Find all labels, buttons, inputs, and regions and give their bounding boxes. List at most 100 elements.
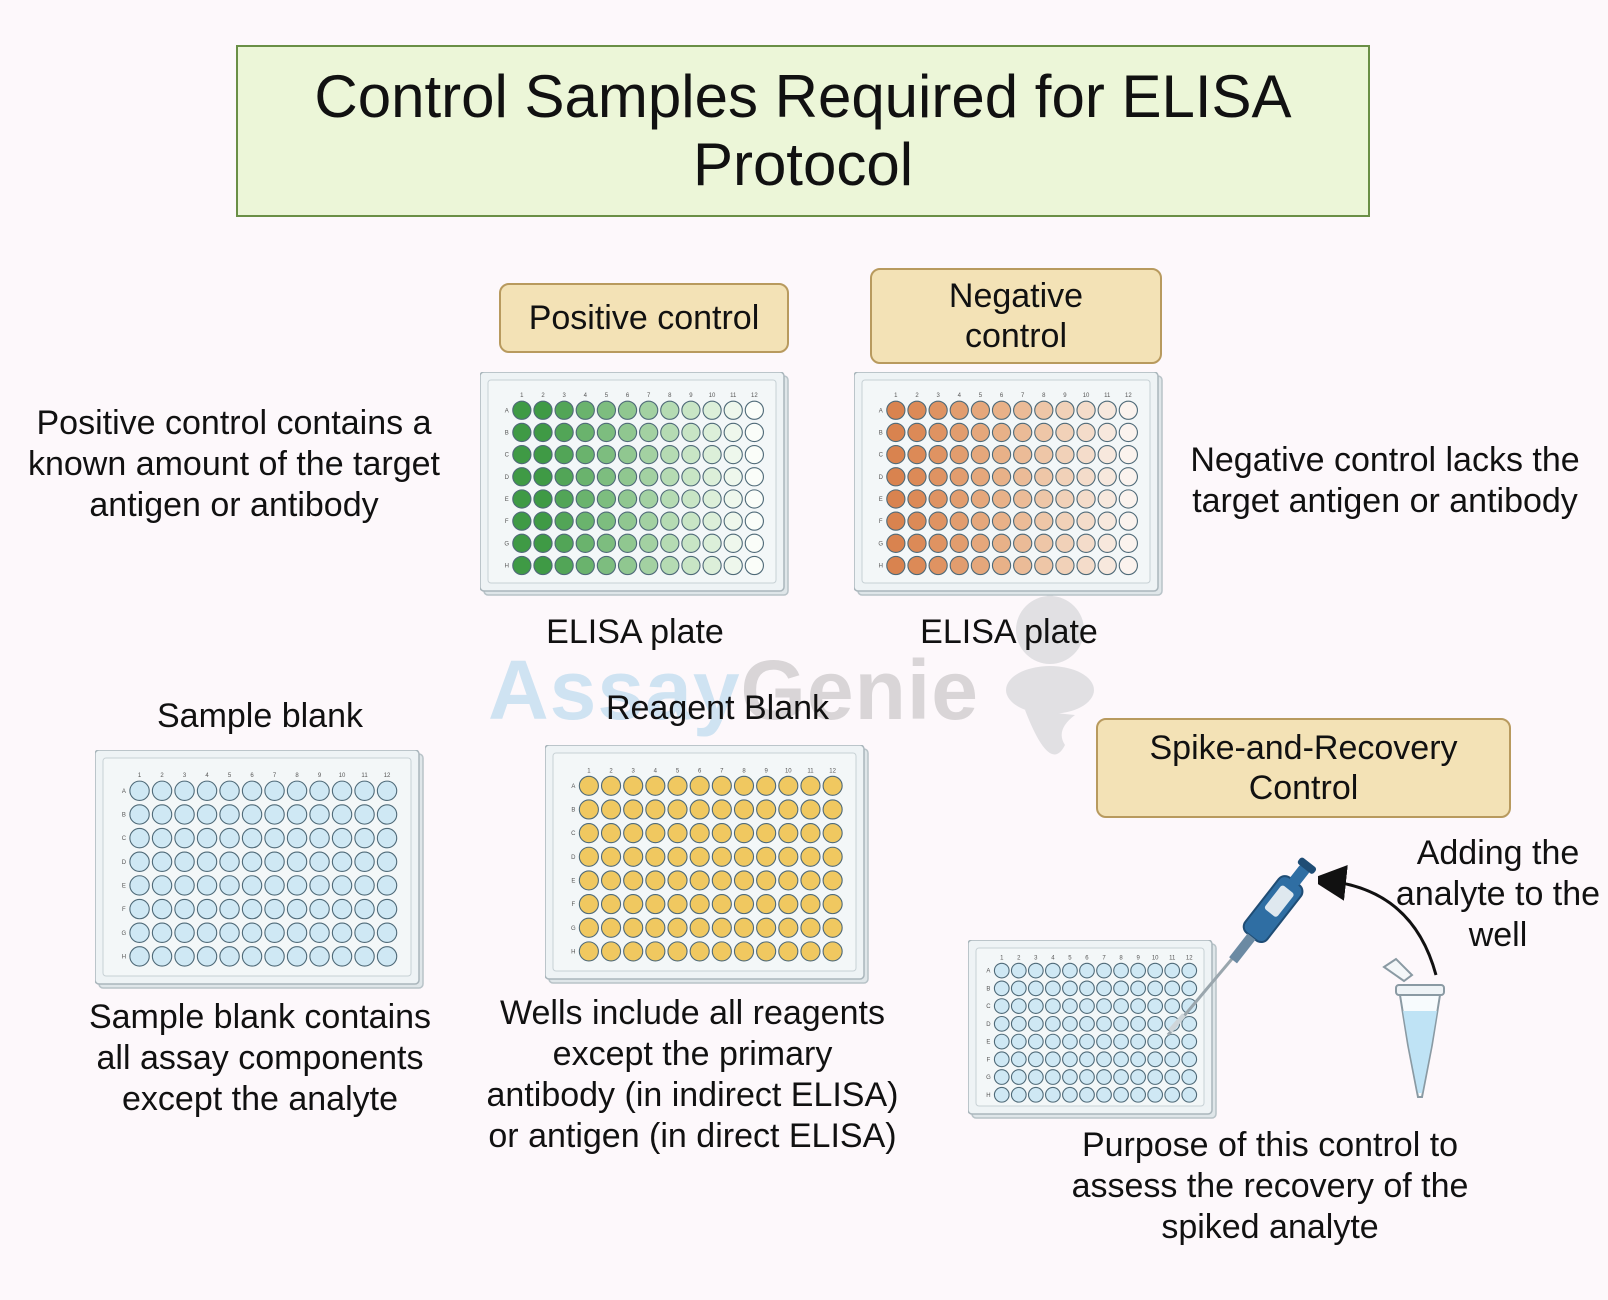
plate-well xyxy=(1097,422,1117,443)
plate-well xyxy=(886,555,906,576)
plate-well xyxy=(800,917,821,938)
plate-well xyxy=(970,444,991,465)
plate-well xyxy=(733,799,755,820)
plate-well xyxy=(617,511,638,531)
plate-well xyxy=(1027,980,1044,997)
negative-control-tag-line: Negative xyxy=(948,277,1084,315)
positive-plate-label: ELISA plate xyxy=(546,613,724,651)
plate-well xyxy=(991,444,1012,465)
plate-row-label: E xyxy=(505,497,509,503)
plate-well xyxy=(1097,489,1117,509)
plate-well xyxy=(286,898,308,920)
plate-well xyxy=(1130,980,1146,997)
plate-well xyxy=(575,400,595,420)
plate-well xyxy=(129,875,150,896)
plate-well xyxy=(554,533,574,553)
plate-well xyxy=(667,917,688,938)
curved-arrow-icon xyxy=(1318,865,1438,976)
plate-well xyxy=(928,555,948,576)
plate-row-label: B xyxy=(122,813,126,819)
plate-well xyxy=(711,917,732,938)
plate-well xyxy=(1055,422,1075,443)
plate-well xyxy=(309,875,330,896)
plate-well xyxy=(129,898,150,920)
plate-row-label: C xyxy=(505,453,510,459)
plate-column-label: 11 xyxy=(1169,955,1176,961)
positive-description-line: known amount of the target xyxy=(27,445,441,483)
plate-well xyxy=(711,846,732,867)
plate-well xyxy=(600,941,622,962)
spike-description-line: Purpose of this control to xyxy=(1081,1126,1459,1164)
plate-well xyxy=(1147,1015,1164,1032)
plate-well xyxy=(723,422,743,443)
plate-well xyxy=(1010,1051,1027,1068)
plate-well xyxy=(723,489,743,509)
plate-row-label: D xyxy=(986,1022,991,1028)
plate-well xyxy=(331,922,353,943)
plate-well xyxy=(286,851,308,872)
plate-well xyxy=(1076,555,1096,576)
plate-well xyxy=(689,894,710,915)
plate-well xyxy=(151,898,173,920)
plate-well xyxy=(733,846,755,867)
plate-well xyxy=(174,827,195,849)
plate-column-label: 12 xyxy=(829,768,836,774)
plate-well xyxy=(907,489,927,509)
plate-well xyxy=(949,444,969,465)
plate-well xyxy=(1097,400,1117,420)
plate-well xyxy=(886,533,906,553)
plate-column-label: 6 xyxy=(626,393,630,399)
plate-well xyxy=(554,467,574,487)
plate-well xyxy=(219,875,240,896)
plate-well xyxy=(376,804,398,825)
spike-description-line: assess the recovery of the xyxy=(1071,1167,1469,1205)
plate-well xyxy=(533,467,553,487)
plate-well xyxy=(578,894,599,915)
plate-well xyxy=(596,511,617,531)
plate-row-label: G xyxy=(122,931,127,937)
plate-well xyxy=(756,799,777,820)
plate-well xyxy=(970,511,991,531)
plate-well xyxy=(907,400,927,420)
plate-well xyxy=(886,489,906,509)
plate-well xyxy=(907,511,927,531)
plate-column-label: 2 xyxy=(1017,955,1021,961)
plate-well xyxy=(907,555,927,576)
plate-column-label: 6 xyxy=(250,773,254,779)
plate-well xyxy=(822,941,843,962)
plate-row-label: G xyxy=(986,1075,991,1081)
plate-well xyxy=(723,533,743,553)
plate-well xyxy=(645,775,666,796)
plate-well xyxy=(1045,1015,1061,1032)
plate-well xyxy=(241,946,263,967)
plate-well xyxy=(264,922,285,943)
spike-description-line: spiked analyte xyxy=(1161,1208,1379,1246)
plate-well xyxy=(702,555,722,576)
plate-well xyxy=(286,827,308,849)
plate-well xyxy=(617,444,638,465)
plate-well xyxy=(970,400,991,420)
plate-column-label: 3 xyxy=(1034,955,1038,961)
plate-well xyxy=(578,823,599,844)
plate-well xyxy=(949,533,969,553)
plate-column-label: 3 xyxy=(183,773,187,779)
plate-well xyxy=(554,444,574,465)
plate-well xyxy=(1055,555,1075,576)
plate-well xyxy=(744,489,764,509)
plate-well xyxy=(1164,1051,1181,1068)
plate-column-label: 1 xyxy=(894,393,898,399)
plate-well xyxy=(151,922,173,943)
plate-well xyxy=(1130,1069,1146,1085)
plate-well xyxy=(800,894,821,915)
plate-row-label: D xyxy=(879,475,884,481)
plate-well xyxy=(949,555,969,576)
plate-well xyxy=(993,1069,1010,1085)
plate-row-label: C xyxy=(986,1004,991,1010)
plate-column-label: 10 xyxy=(709,393,716,399)
plate-well xyxy=(639,467,659,487)
plate-well xyxy=(554,555,574,576)
plate-well xyxy=(667,823,688,844)
reagent-blank-description-line: Wells include all reagents xyxy=(500,994,885,1032)
plate-well xyxy=(800,799,821,820)
plate-well xyxy=(219,827,240,849)
